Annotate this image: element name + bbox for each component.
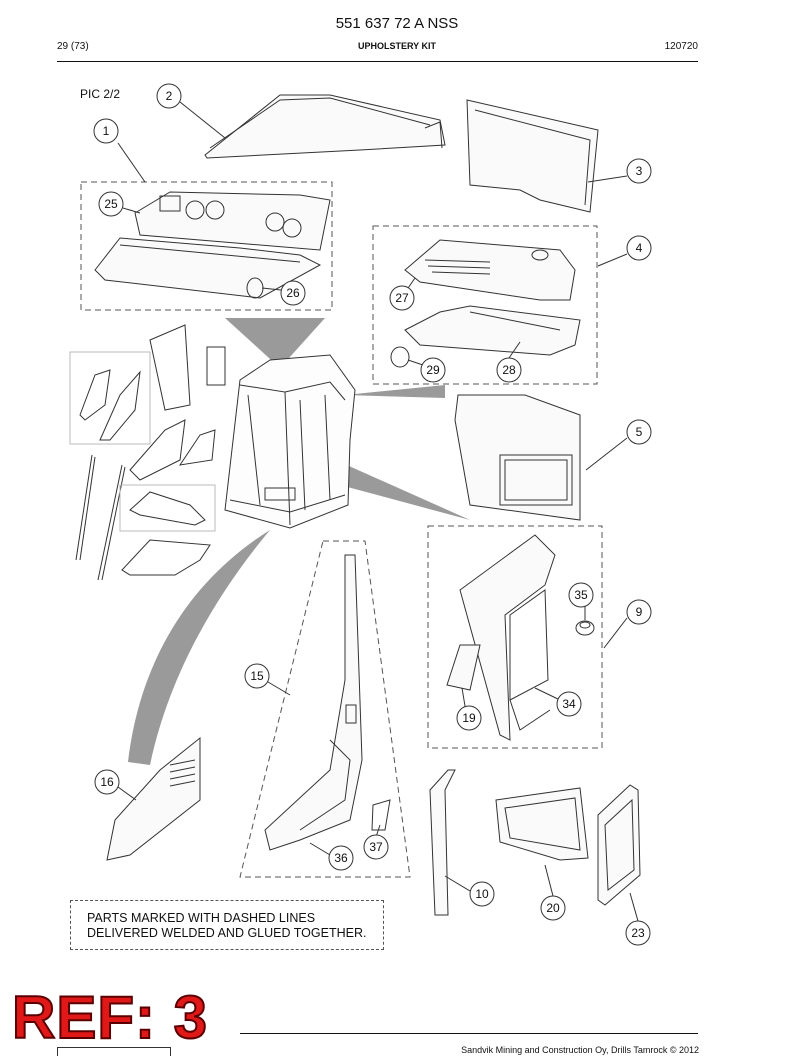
callout-34: 34	[556, 691, 582, 717]
callout-number: 19	[462, 711, 476, 725]
part-console-base	[404, 305, 581, 356]
callout-number: 23	[631, 926, 645, 940]
footer-copyright: Sandvik Mining and Construction Oy, Dril…	[461, 1045, 699, 1055]
document-number: 551 637 72 A NSS	[335, 15, 459, 32]
callout-number: 34	[562, 697, 576, 711]
callout-15: 15	[244, 663, 270, 689]
part-side-console	[404, 239, 576, 301]
callout-3: 3	[626, 158, 652, 184]
callout-number: 3	[636, 164, 643, 178]
part-side-panel	[454, 394, 581, 521]
callout-number: 29	[426, 363, 440, 377]
part-left-trim-set	[69, 324, 226, 581]
callout-number: 10	[475, 887, 489, 901]
callout-number: 1	[103, 124, 110, 138]
part-rear-panel	[466, 99, 599, 213]
callout-number: 15	[250, 669, 264, 683]
note-line-2: DELIVERED WELDED AND GLUED TOGETHER.	[87, 926, 367, 940]
callout-27: 27	[389, 285, 415, 311]
callout-35: 35	[568, 582, 594, 608]
header-divider	[57, 61, 698, 62]
footer-divider	[240, 1033, 698, 1034]
note-line-1: PARTS MARKED WITH DASHED LINES	[87, 911, 316, 925]
callout-number: 26	[286, 286, 300, 300]
part-pillar-trim	[459, 534, 556, 741]
callout-number: 5	[636, 425, 643, 439]
callout-number: 16	[100, 775, 114, 789]
callout-number: 2	[166, 89, 173, 103]
callout-16: 16	[94, 769, 120, 795]
part-roof-panel	[204, 94, 446, 159]
part-clip	[371, 799, 391, 831]
part-knob	[390, 346, 410, 368]
callout-2: 2	[156, 83, 182, 109]
callout-19: 19	[456, 705, 482, 731]
callout-number: 37	[369, 840, 383, 854]
picture-label: PIC 2/2	[80, 87, 121, 101]
callout-20: 20	[540, 895, 566, 921]
part-frame-panel	[495, 787, 589, 861]
callout-number: 35	[574, 588, 588, 602]
welded-parts-note: PARTS MARKED WITH DASHED LINES DELIVERED…	[70, 900, 384, 950]
part-dash-panel	[134, 191, 331, 251]
callout-number: 28	[502, 363, 516, 377]
part-lower-dash	[94, 237, 322, 299]
callout-26: 26	[280, 280, 306, 306]
callout-number: 27	[395, 291, 409, 305]
callout-28: 28	[496, 357, 522, 383]
callout-36: 36	[328, 845, 354, 871]
part-side-trim	[106, 736, 201, 861]
callout-number: 20	[546, 901, 560, 915]
part-tall-pillar	[264, 554, 363, 851]
projection-wedges	[128, 318, 470, 765]
callout-number: 4	[636, 241, 643, 255]
dashed-group-boxes	[80, 181, 603, 878]
callout-29: 29	[420, 357, 446, 383]
callout-number: 25	[104, 197, 118, 211]
cab-frame	[224, 354, 356, 529]
callout-5: 5	[626, 419, 652, 445]
part-strip	[429, 769, 456, 916]
callout-37: 37	[363, 834, 389, 860]
section-title: UPHOLSTERY KIT	[357, 41, 436, 51]
callout-1: 1	[93, 118, 119, 144]
ref-stamp: REF: 3	[11, 983, 209, 1052]
part-grommet	[575, 620, 595, 636]
callout-25: 25	[98, 191, 124, 217]
callout-4: 4	[626, 235, 652, 261]
callout-23: 23	[625, 920, 651, 946]
manufacturer-logo	[57, 1047, 171, 1056]
date-code: 120720	[664, 41, 698, 52]
callout-number: 9	[636, 605, 643, 619]
callout-9: 9	[626, 599, 652, 625]
callout-10: 10	[469, 881, 495, 907]
page-number: 29 (73)	[57, 41, 89, 52]
leader-lines	[117, 101, 639, 922]
callout-number: 36	[334, 851, 348, 865]
part-door-panel	[597, 784, 641, 906]
